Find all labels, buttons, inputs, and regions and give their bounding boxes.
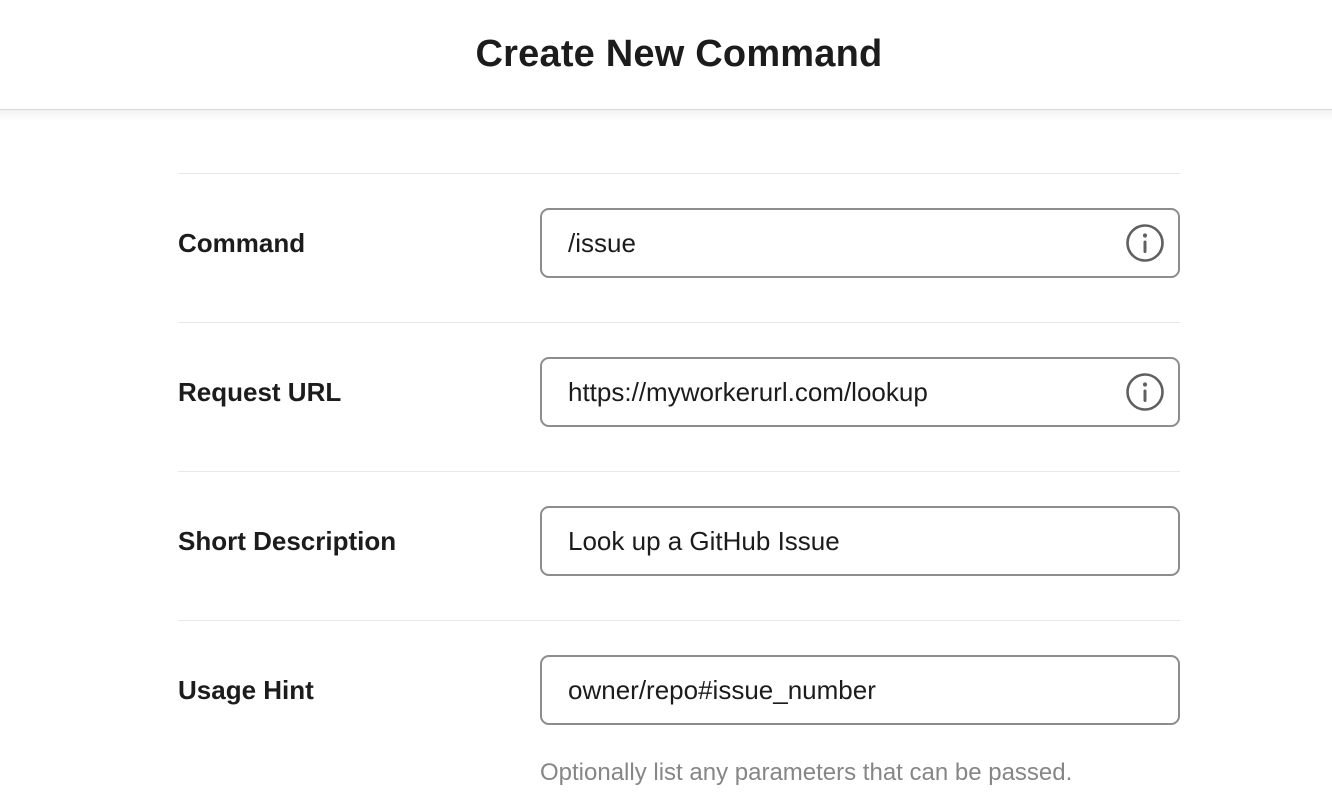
request-url-info-button[interactable] — [1124, 371, 1166, 413]
short-description-label: Short Description — [178, 526, 397, 556]
request-url-input-col — [540, 357, 1180, 427]
usage-hint-label: Usage Hint — [178, 675, 314, 705]
field-row-command: Command — [178, 173, 1180, 322]
short-description-input-wrap — [540, 506, 1180, 576]
field-row-request-url: Request URL — [178, 322, 1180, 471]
command-input[interactable] — [540, 208, 1180, 278]
request-url-input[interactable] — [540, 357, 1180, 427]
field-row-short-description: Short Description — [178, 471, 1180, 620]
usage-hint-input-col: Optionally list any parameters that can … — [540, 655, 1180, 788]
command-input-wrap — [540, 208, 1180, 278]
info-icon — [1126, 224, 1164, 262]
usage-hint-input-wrap — [540, 655, 1180, 725]
command-form: Command Request URL — [178, 110, 1180, 810]
usage-hint-input[interactable] — [540, 655, 1180, 725]
command-input-col — [540, 208, 1180, 278]
usage-hint-help-text: Optionally list any parameters that can … — [540, 759, 1073, 786]
request-url-input-wrap — [540, 357, 1180, 427]
field-row-usage-hint: Usage Hint Optionally list any parameter… — [178, 620, 1180, 810]
page-header: Create New Command — [0, 0, 1332, 121]
page-header-inner: Create New Command — [178, 0, 1180, 109]
command-info-button[interactable] — [1124, 222, 1166, 264]
short-description-input[interactable] — [540, 506, 1180, 576]
request-url-label: Request URL — [178, 377, 342, 407]
command-label: Command — [178, 228, 306, 258]
short-description-input-col — [540, 506, 1180, 576]
page-title: Create New Command — [475, 33, 883, 75]
info-icon — [1126, 373, 1164, 411]
